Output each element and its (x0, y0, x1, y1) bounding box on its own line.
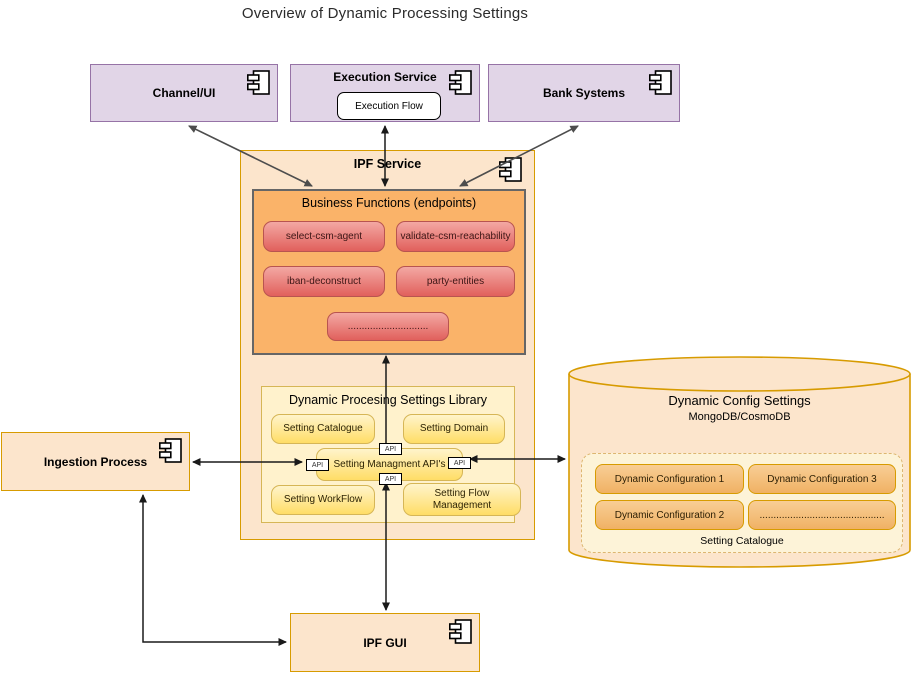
api-port-right: API (448, 457, 471, 469)
db-dynamic-configuration-3: Dynamic Configuration 3 (748, 464, 896, 494)
group-business-functions: Business Functions (endpoints) select-cs… (252, 189, 526, 355)
node-ipf-service: IPF Service Business Functions (endpoint… (240, 150, 535, 540)
group-title: Dynamic Procesing Settings Library (289, 393, 487, 407)
endpoint-iban-deconstruct: iban-deconstruct (263, 266, 385, 297)
lib-setting-catalogue: Setting Catalogue (271, 414, 375, 444)
api-port-bottom: API (379, 473, 402, 485)
node-ingestion-process: Ingestion Process (1, 432, 190, 491)
component-icon (159, 438, 182, 463)
db-setting-catalogue-group: Dynamic Configuration 1 Dynamic Configur… (581, 453, 903, 553)
api-port-left: API (306, 459, 329, 471)
node-dynamic-config-settings-db: Dynamic Config Settings MongoDB/CosmoDB … (568, 355, 911, 569)
lib-setting-workflow: Setting WorkFlow (271, 485, 375, 515)
node-label: Execution Service (333, 70, 437, 84)
db-dynamic-configuration-1: Dynamic Configuration 1 (595, 464, 744, 494)
node-label: Bank Systems (542, 86, 626, 100)
component-icon (449, 70, 472, 95)
component-icon (247, 70, 270, 95)
component-icon (449, 619, 472, 644)
node-execution-service: Execution Service Execution Flow (290, 64, 480, 122)
lib-setting-domain: Setting Domain (403, 414, 505, 444)
node-label: IPF Service (353, 157, 422, 171)
component-icon (649, 70, 672, 95)
endpoint-validate-csm-reachability: validate-csm-reachability (396, 221, 515, 252)
node-label: Execution Flow (355, 100, 423, 112)
node-label: IPF GUI (363, 635, 407, 650)
node-ipf-gui: IPF GUI (290, 613, 480, 672)
api-port-top: API (379, 443, 402, 455)
node-execution-flow: Execution Flow (337, 92, 441, 120)
db-title: Dynamic Config Settings (668, 393, 811, 408)
db-group-label: Setting Catalogue (700, 535, 784, 547)
node-label: Ingestion Process (43, 454, 148, 469)
db-configuration-ellipsis: ........................................… (748, 500, 896, 530)
component-icon (499, 157, 522, 182)
group-title: Business Functions (endpoints) (301, 196, 477, 210)
node-channel-ui: Channel/UI (90, 64, 278, 122)
db-dynamic-configuration-2: Dynamic Configuration 2 (595, 500, 744, 530)
lib-setting-flow-management: Setting Flow Management (403, 483, 521, 516)
group-settings-library: Dynamic Procesing Settings Library Setti… (261, 386, 521, 523)
endpoint-select-csm-agent: select-csm-agent (263, 221, 385, 252)
node-label: Channel/UI (152, 86, 216, 100)
db-subtitle: MongoDB/CosmoDB (688, 411, 791, 423)
endpoint-party-entities: party-entities (396, 266, 515, 297)
page-title: Overview of Dynamic Processing Settings (241, 5, 529, 22)
node-bank-systems: Bank Systems (488, 64, 680, 122)
endpoint-ellipsis: ............................. (327, 312, 449, 341)
